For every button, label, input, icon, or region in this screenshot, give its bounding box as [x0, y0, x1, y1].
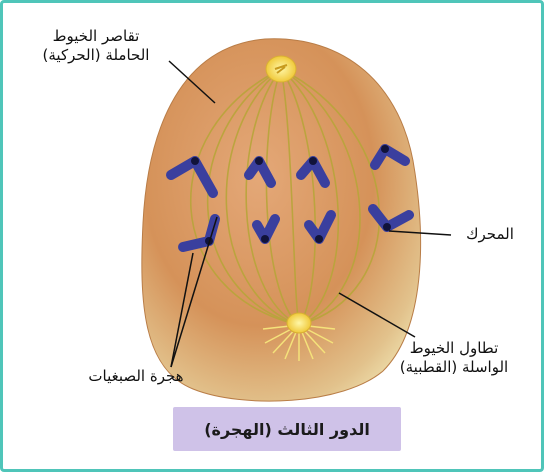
bottom-pole-centrosome	[287, 313, 311, 333]
label-centromere: المحرك	[455, 225, 525, 244]
caption-box: الدور الثالث (الهجرة)	[173, 407, 401, 451]
label-chromatid-migration: هجرة الصبغيات	[61, 367, 211, 386]
label-line: الحاملة (الحركية)	[21, 46, 171, 65]
label-line: تطاول الخيوط	[379, 339, 529, 358]
label-lengthening-polar-fibers: تطاول الخيوط الواسلة (القطبية)	[379, 339, 529, 377]
label-line: تقاصر الخيوط	[21, 27, 171, 46]
label-line: المحرك	[455, 225, 525, 244]
label-shortening-kinetochore-fibers: تقاصر الخيوط الحاملة (الحركية)	[21, 27, 171, 65]
caption-text: الدور الثالث (الهجرة)	[204, 420, 370, 439]
label-line: الواسلة (القطبية)	[379, 358, 529, 377]
label-line: هجرة الصبغيات	[61, 367, 211, 386]
